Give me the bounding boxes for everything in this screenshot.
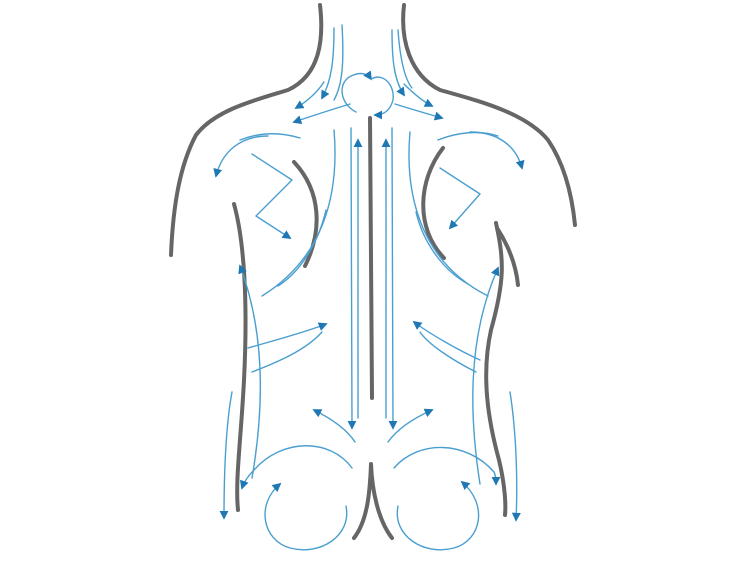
side-stroke-right-up xyxy=(472,266,500,485)
buttock-loop-right-inner xyxy=(396,480,480,551)
torso-left-side-line xyxy=(232,202,248,512)
neck-left-line xyxy=(169,3,324,257)
neck-stroke-right-1 xyxy=(391,29,405,97)
side-stroke-right-down xyxy=(509,391,521,522)
scapula-curve-right xyxy=(408,131,489,297)
shoulder-loop-left xyxy=(213,135,269,178)
neck-stroke-right-2 xyxy=(397,29,413,89)
shoulder-blade-left-line xyxy=(292,160,319,268)
lower-back-curves xyxy=(247,320,481,373)
side-long-strokes xyxy=(219,264,521,522)
buttock-cleft-line xyxy=(352,462,394,540)
upper-stroke-left xyxy=(292,103,351,124)
side-stroke-left-up xyxy=(238,264,262,479)
buttock-loop-right-outer xyxy=(393,446,501,486)
spine-strokes xyxy=(347,127,398,430)
spine-line xyxy=(368,116,374,400)
flow-stroke xyxy=(370,76,394,120)
spine-stroke-right-down xyxy=(388,127,398,430)
shoulder-loop-right xyxy=(469,131,525,170)
shoulder-loop-left-outer xyxy=(239,133,301,141)
lower-curve-right-1 xyxy=(412,320,481,361)
zigzag-strokes xyxy=(251,153,481,239)
neck-stroke-left-1 xyxy=(321,27,335,100)
lower-curve-left-2 xyxy=(251,331,323,373)
buttock-loop-left-outer xyxy=(240,445,353,490)
scapula-curve-right-inner xyxy=(415,211,469,285)
scapula-curve-left xyxy=(261,129,336,297)
spine-stroke-left-down xyxy=(347,127,357,430)
zigzag-right xyxy=(439,167,481,230)
waist-right-line xyxy=(495,226,520,287)
sacrum-stroke-right xyxy=(387,408,434,443)
neck-circle-stroke xyxy=(341,70,394,120)
side-stroke-left-down xyxy=(219,391,233,520)
sacrum-strokes xyxy=(312,408,434,443)
neck-stroke-right-3 xyxy=(403,83,434,107)
scapula-curve-left-inner xyxy=(277,209,327,287)
shoulder-blade-right-line xyxy=(421,146,446,260)
buttock-loops xyxy=(240,445,501,551)
body-outline xyxy=(169,3,577,540)
neck-right-line xyxy=(401,3,577,227)
zigzag-left xyxy=(251,153,293,239)
sacrum-stroke-left xyxy=(312,409,356,443)
shoulder-loop-right-outer xyxy=(437,131,499,141)
scapula-curves xyxy=(261,129,489,297)
torso-right-side-line xyxy=(484,221,508,517)
upper-back-strokes xyxy=(292,103,444,124)
neck-stroke-left-2 xyxy=(333,24,344,101)
upper-stroke-right xyxy=(394,103,444,121)
buttock-loop-left-inner xyxy=(264,482,348,551)
lower-curve-left-1 xyxy=(247,322,328,349)
flow-stroke xyxy=(341,70,372,113)
shoulder-loops xyxy=(213,131,525,178)
neck-stroke-left-3 xyxy=(294,81,325,109)
neck-strokes xyxy=(294,24,434,109)
lower-curve-right-2 xyxy=(419,331,477,373)
